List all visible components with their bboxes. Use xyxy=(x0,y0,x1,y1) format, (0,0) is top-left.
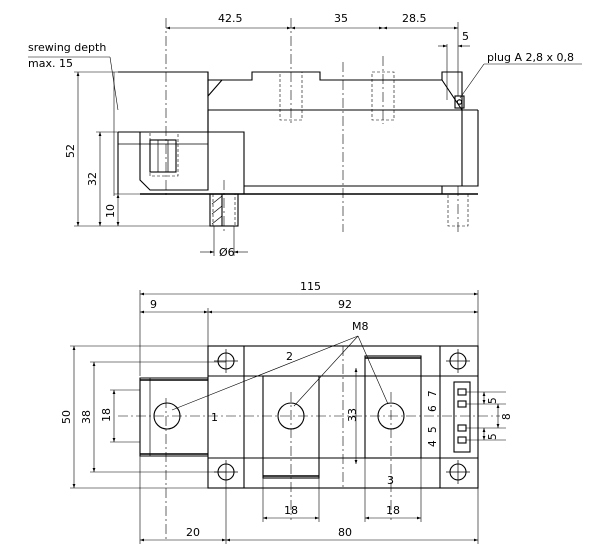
top-view-bottom-dims: 18 18 20 80 xyxy=(139,456,479,544)
top-view-centerlines xyxy=(118,346,500,542)
dim-18-left: 18 xyxy=(100,408,113,422)
mounting-holes xyxy=(214,349,470,484)
pin-7: 7 xyxy=(427,390,439,397)
dim-18-bottom-a: 18 xyxy=(284,504,298,517)
dim-80: 80 xyxy=(338,526,352,539)
plug-a xyxy=(454,95,465,109)
dim-diameter-6: Ø6 xyxy=(200,226,248,259)
terminal-2-label: 2 xyxy=(286,350,293,363)
top-view: 115 9 92 xyxy=(60,280,513,544)
side-view-centerlines xyxy=(165,18,459,232)
dim-10: 10 xyxy=(104,204,117,218)
pin-dim-5b: 5 xyxy=(487,433,499,440)
side-view-hidden-lines xyxy=(149,71,469,227)
dim-38: 38 xyxy=(80,410,93,424)
screwing-depth-max: max. 15 xyxy=(28,57,73,70)
screwing-depth-callout: srewing depth max. 15 xyxy=(28,41,119,196)
dim-33: 33 xyxy=(346,408,359,422)
terminal-3-label: 3 xyxy=(387,474,394,487)
terminals: 1 2 3 xyxy=(153,350,422,487)
dim-42-5: 42.5 xyxy=(218,12,243,25)
side-view-top-dims: 42.5 35 28.5 5 xyxy=(166,12,470,100)
dim-18-bottom-b: 18 xyxy=(386,504,400,517)
aux-pins: 7 6 5 4 5 8 5 xyxy=(427,381,513,453)
pin-4: 4 xyxy=(427,440,439,447)
plug-callout: plug A 2,8 x 0,8 xyxy=(459,51,582,99)
pin-6: 6 xyxy=(427,405,439,412)
pin-dim-8: 8 xyxy=(501,413,513,420)
side-view: 42.5 35 28.5 5 plug A 2,8 x 0,8 srewing … xyxy=(28,12,582,259)
dim-20: 20 xyxy=(186,526,200,539)
pin-5: 5 xyxy=(427,426,439,433)
side-view-outline xyxy=(117,71,479,195)
dim-92: 92 xyxy=(338,298,352,311)
top-view-width-dims: 115 9 92 xyxy=(139,280,479,376)
dim-52: 52 xyxy=(64,144,77,158)
terminal-1-label: 1 xyxy=(211,411,218,424)
dim-28-5: 28.5 xyxy=(402,12,427,25)
dim-dia6-label: Ø6 xyxy=(219,246,235,259)
dim-35: 35 xyxy=(334,12,348,25)
dim-32: 32 xyxy=(86,172,99,186)
dim-9: 9 xyxy=(150,298,157,311)
side-view-height-dims: 52 32 10 xyxy=(64,71,212,227)
screwing-depth-label: srewing depth xyxy=(28,41,106,54)
pin-dim-5a: 5 xyxy=(487,397,499,404)
m8-callout: M8 xyxy=(171,320,389,411)
dim-50: 50 xyxy=(60,410,73,424)
dim-115: 115 xyxy=(300,280,321,293)
m8-label: M8 xyxy=(352,320,369,333)
dim-5-plug: 5 xyxy=(462,30,469,43)
plug-label: plug A 2,8 x 0,8 xyxy=(487,51,574,64)
top-view-height-dims: 50 38 18 33 xyxy=(60,345,359,489)
top-view-outline xyxy=(139,345,479,489)
